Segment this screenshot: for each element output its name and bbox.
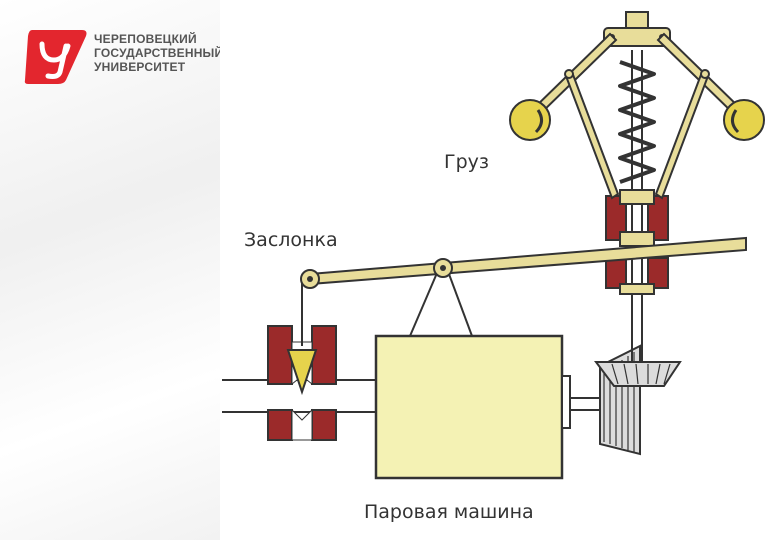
control-lever (309, 236, 747, 286)
bevel-gear (594, 344, 682, 456)
lever-support (409, 265, 473, 337)
governor-top-cap (603, 11, 671, 47)
flyweight-right (723, 99, 765, 141)
lower-bearing (605, 257, 669, 295)
university-name-line-3: УНИВЕРСИТЕТ (94, 60, 186, 74)
label-damper: Заслонка (244, 229, 338, 251)
lever-pivot-left (300, 269, 320, 289)
university-name-line-2: ГОСУДАРСТВЕННЫЙ (94, 46, 224, 60)
governor-spindle (631, 50, 643, 362)
label-steam-engine: Паровая машина (364, 501, 534, 523)
governor-spring (618, 60, 656, 184)
sliding-sleeve (605, 189, 669, 247)
label-weight: Груз (444, 151, 489, 173)
university-logo-icon (24, 30, 87, 84)
flyweight-left (509, 99, 551, 141)
university-name: ЧЕРЕПОВЕЦКИЙ ГОСУДАРСТВЕННЫЙ УНИВЕРСИТЕТ (94, 32, 223, 74)
drive-shaft (561, 375, 600, 429)
steam-engine (374, 334, 564, 480)
university-name-line-1: ЧЕРЕПОВЕЦКИЙ (94, 32, 197, 46)
valve-housing (267, 325, 337, 441)
lever-pivot-fulcrum (433, 258, 453, 278)
damper-valve (286, 282, 318, 396)
